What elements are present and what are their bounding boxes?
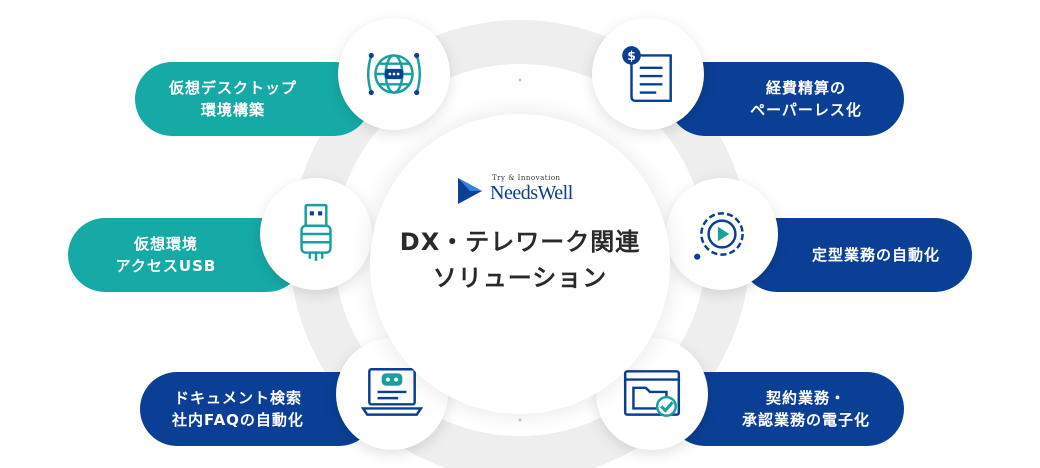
contract-digital-pill: 契約業務・ 承認業務の電子化 — [668, 372, 904, 446]
svg-text:$: $ — [627, 49, 636, 63]
logo-tagline: Try & Innovation — [492, 174, 561, 182]
routine-automation-node — [666, 178, 778, 290]
expense-paperless-node: $ — [592, 18, 704, 130]
expense-paperless-label: 経費精算の ペーパーレス化 — [750, 79, 862, 119]
folder-check-icon — [623, 370, 681, 417]
globe-network-icon — [366, 52, 422, 96]
virtual-desktop-pill: 仮想デスクトップ 環境構築 — [135, 62, 371, 136]
expense-paperless-pill: 経費精算の ペーパーレス化 — [668, 62, 904, 136]
contract-digital-node — [596, 338, 708, 450]
gear-play-icon — [694, 212, 744, 260]
virtual-usb-label: 仮想環境 アクセスUSB — [115, 235, 217, 275]
faq-automation-node — [336, 338, 448, 450]
logo-triangle-icon — [458, 178, 482, 204]
receipt-dollar-icon: $ — [622, 46, 672, 103]
virtual-desktop-label: 仮想デスクトップ 環境構築 — [168, 79, 297, 119]
usb-icon — [300, 203, 332, 261]
virtual-usb-node — [260, 178, 372, 290]
laptop-chatbot-icon — [360, 368, 424, 416]
center-hub — [370, 114, 670, 414]
needswell-logo: Try & Innovation NeedsWell — [456, 174, 586, 208]
contract-digital-label: 契約業務・ 承認業務の電子化 — [741, 389, 870, 429]
virtual-desktop-node — [338, 18, 450, 130]
logo-brand: NeedsWell — [490, 182, 573, 204]
routine-automation-pill: 定型業務の自動化 — [740, 218, 972, 292]
routine-automation-label: 定型業務の自動化 — [811, 246, 940, 264]
center-title: DX・テレワーク関連 ソリューション — [399, 228, 641, 292]
faq-automation-label: ドキュメント検索 社内FAQの自動化 — [172, 389, 304, 429]
